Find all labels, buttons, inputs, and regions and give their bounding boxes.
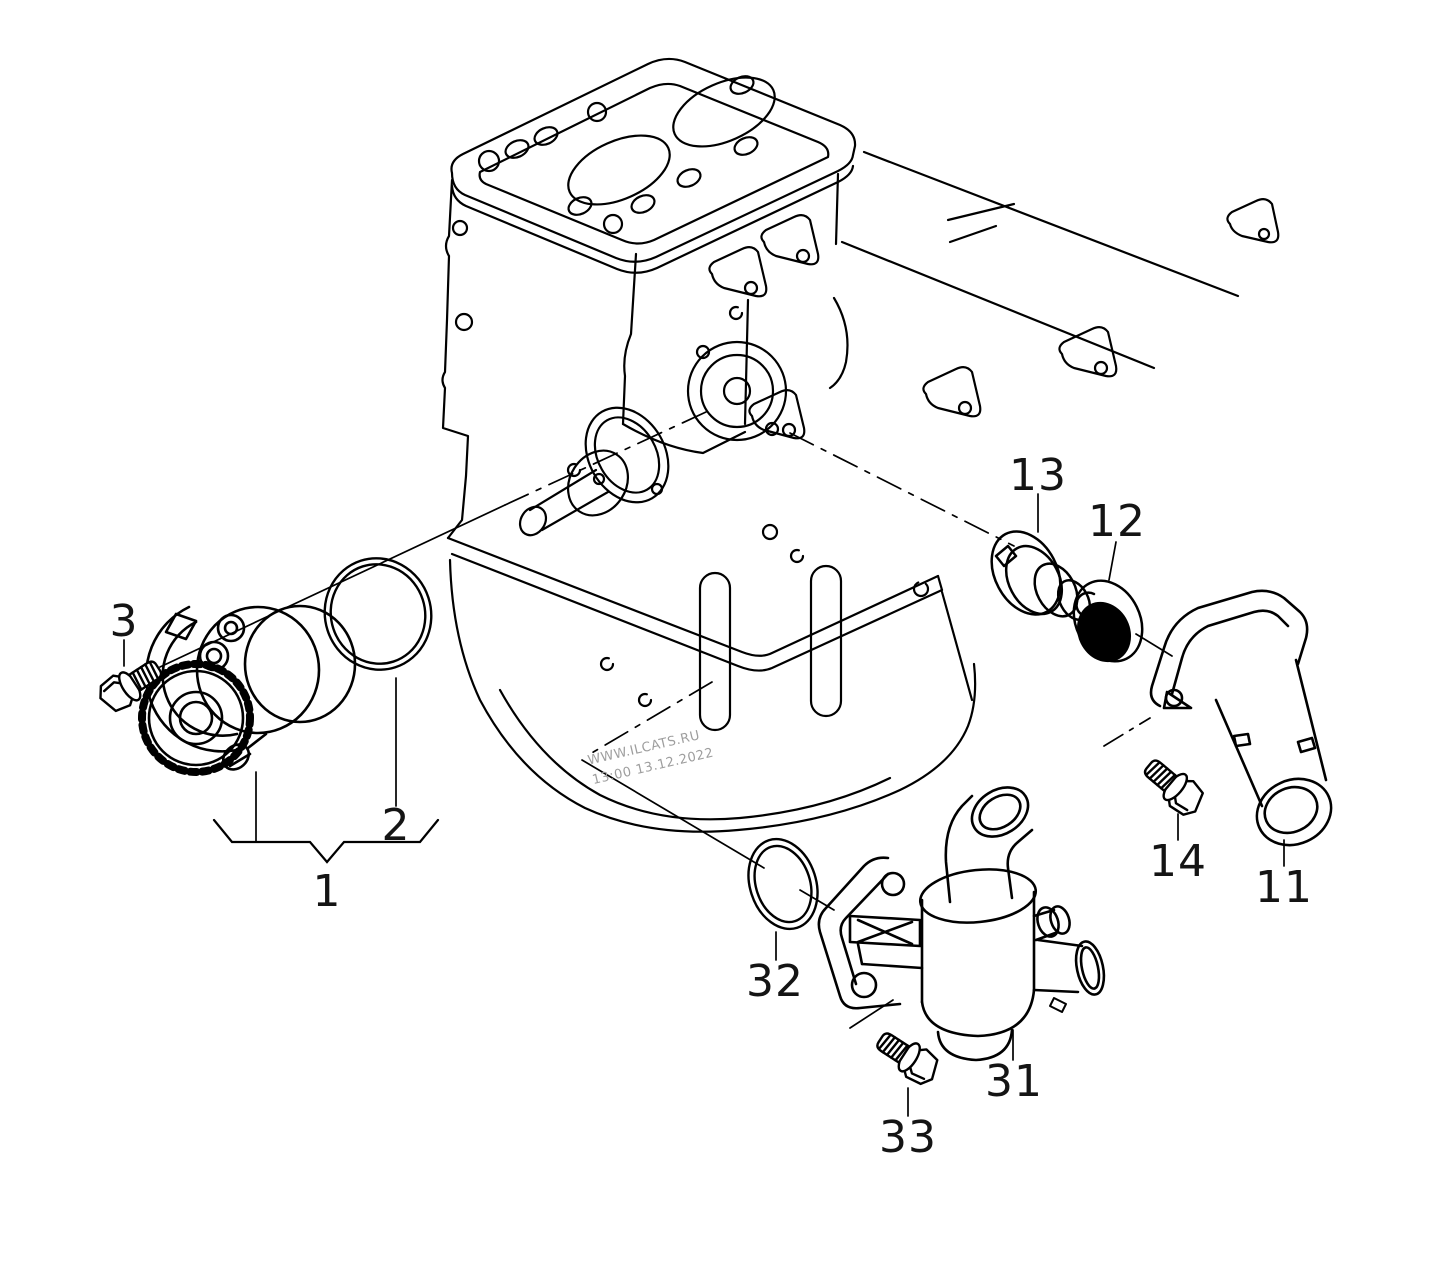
axis-thermostat-dash xyxy=(789,432,1015,547)
part-callout-1[interactable]: 1 xyxy=(312,866,342,917)
engine-block xyxy=(441,57,1280,833)
part-callout-31[interactable]: 31 xyxy=(985,1056,1043,1107)
coolant-flange-11 xyxy=(1149,589,1333,847)
seal-black-fill xyxy=(1076,601,1132,663)
part-callout-14[interactable]: 14 xyxy=(1149,836,1207,887)
part-callout-11[interactable]: 11 xyxy=(1255,862,1313,913)
pump-sprocket-teeth xyxy=(138,660,254,776)
axis-bolt14-dash xyxy=(1103,717,1151,747)
bracket-1 xyxy=(212,818,440,864)
seal-12 xyxy=(1072,579,1144,663)
leader-12 xyxy=(1108,541,1117,581)
thermostat-housing-31 xyxy=(817,786,1106,1062)
axis-pump-dash xyxy=(504,411,707,506)
oring-seal-2 xyxy=(323,557,433,671)
axis-housing-dash xyxy=(589,681,713,755)
gasket-32 xyxy=(747,837,819,931)
thermostat-13 xyxy=(990,530,1098,621)
part-callout-12[interactable]: 12 xyxy=(1088,496,1146,547)
bolt-33 xyxy=(869,1024,946,1091)
part-callout-2[interactable]: 2 xyxy=(381,800,411,851)
axis-pump-solid xyxy=(159,504,506,668)
part-callout-13[interactable]: 13 xyxy=(1009,450,1067,501)
part-callout-32[interactable]: 32 xyxy=(746,956,804,1007)
bolt-14 xyxy=(1136,751,1211,822)
part-callout-3[interactable]: 3 xyxy=(109,596,139,647)
water-pump xyxy=(138,604,357,776)
part-callout-33[interactable]: 33 xyxy=(879,1112,937,1163)
